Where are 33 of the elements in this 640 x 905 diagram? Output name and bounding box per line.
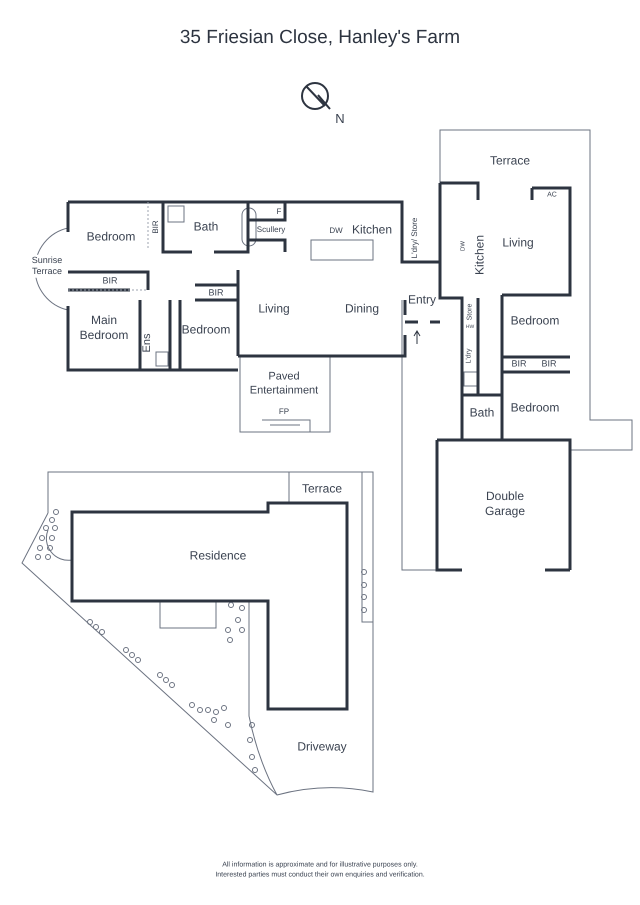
room-label: Paved Entertainment bbox=[248, 370, 320, 398]
room-label: Bedroom bbox=[510, 400, 560, 416]
room-label: Living bbox=[502, 236, 534, 250]
room-label: L'dry/ Store bbox=[410, 216, 420, 260]
room-label: Kitchen bbox=[472, 234, 488, 276]
room-label: Living bbox=[258, 302, 290, 316]
room-label: Residence bbox=[190, 548, 246, 564]
room-label: BIR bbox=[102, 275, 118, 287]
room-label: F bbox=[276, 207, 282, 217]
room-label: FP bbox=[278, 407, 290, 417]
room-label: Terrace bbox=[302, 482, 342, 496]
room-label: Terrace bbox=[490, 154, 530, 168]
room-label: Bedroom bbox=[182, 322, 230, 338]
room-label: Double Garage bbox=[484, 489, 526, 519]
room-label: Sunrise Terrace bbox=[30, 254, 64, 278]
room-label: Bath bbox=[194, 220, 218, 234]
room-label: Main Bedroom bbox=[78, 313, 130, 343]
room-label: Dining bbox=[344, 302, 380, 316]
room-label: Bath bbox=[470, 406, 494, 420]
room-label: BIR bbox=[512, 358, 526, 370]
room-label: Scullery bbox=[256, 225, 286, 235]
room-label: DW bbox=[329, 226, 343, 236]
room-label: Bedroom bbox=[86, 230, 136, 244]
room-label: Driveway bbox=[297, 740, 347, 754]
room-label: Entry bbox=[408, 292, 436, 308]
north-label: N bbox=[335, 110, 345, 128]
room-label: Bedroom bbox=[510, 314, 560, 328]
title: 35 Friesian Close, Hanley's Farm bbox=[178, 26, 462, 50]
room-label: BIR bbox=[151, 220, 161, 234]
room-label: BIR bbox=[542, 358, 556, 370]
room-label: Kitchen bbox=[352, 222, 392, 238]
room-label: Ens bbox=[141, 334, 154, 352]
room-label: BIR bbox=[208, 287, 224, 299]
